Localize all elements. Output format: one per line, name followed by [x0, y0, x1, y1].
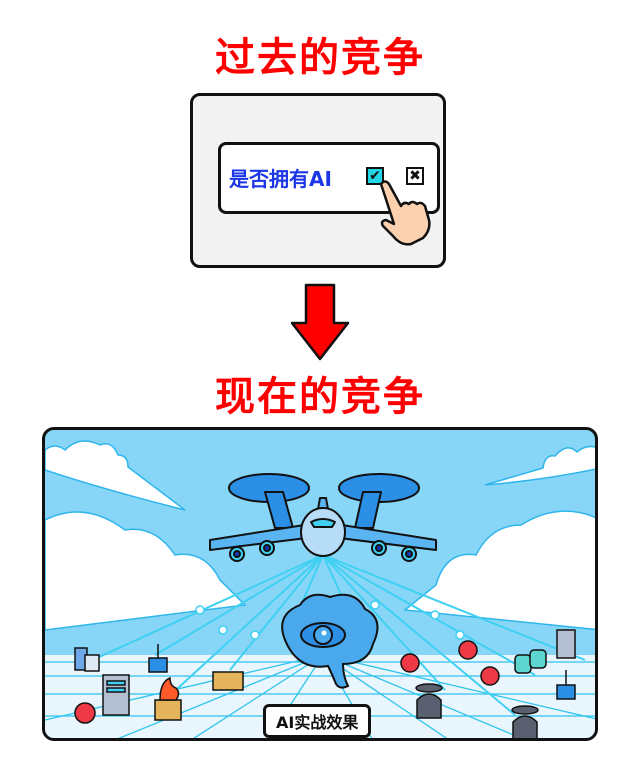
- past-panel: 是否拥有AI ✔ ✖: [190, 93, 446, 268]
- past-competition-title: 过去的竞争: [215, 35, 425, 81]
- ai-result-label: AI实战效果: [263, 704, 372, 738]
- antenna-icon: [148, 644, 168, 673]
- checkbox-yes[interactable]: ✔: [366, 167, 384, 185]
- ai-brain-eye-icon: [281, 593, 379, 689]
- down-arrow-icon: [290, 283, 350, 361]
- database-icon: [514, 649, 547, 674]
- brick-wall-icon: [212, 671, 244, 691]
- question-box: 是否拥有AI ✔ ✖: [218, 142, 440, 214]
- server-icon: [102, 674, 130, 716]
- hacker-icon: [415, 683, 539, 738]
- firewall-icon: [154, 676, 182, 721]
- question-label: 是否拥有AI: [229, 167, 332, 191]
- pointing-hand-icon: [379, 180, 431, 246]
- antenna-icon-right: [556, 670, 576, 700]
- server-icon-right: [556, 629, 576, 659]
- document-icon: [74, 647, 100, 672]
- current-competition-title: 现在的竞争: [215, 374, 425, 420]
- checkbox-no[interactable]: ✖: [406, 167, 424, 185]
- clouds: [45, 440, 595, 631]
- ai-battlefield-scene: AI实战效果: [42, 427, 598, 741]
- awacs-plane-icon: [209, 473, 437, 562]
- skull-icon: [74, 640, 500, 724]
